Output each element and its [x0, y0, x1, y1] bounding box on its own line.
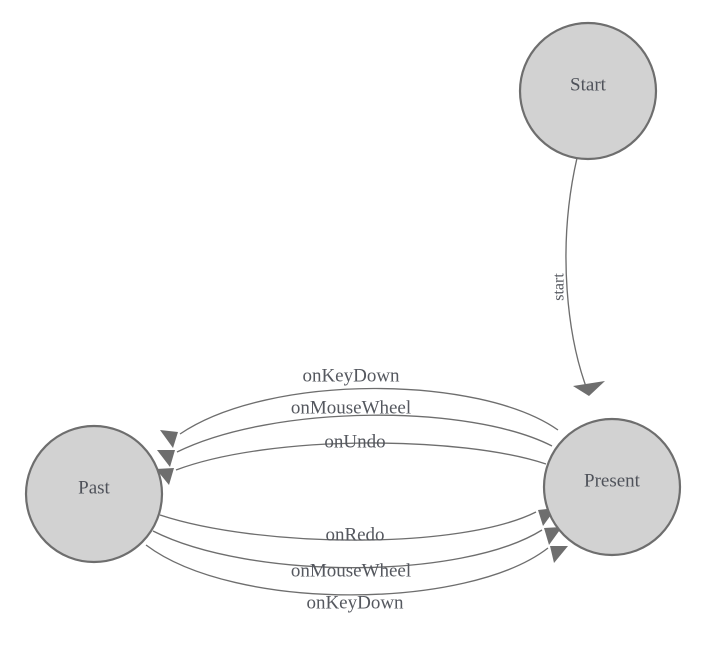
node-circle — [24, 424, 164, 564]
edge-label-onkeydown-upper: onKeyDown — [302, 365, 400, 386]
node-circle — [542, 417, 682, 557]
arrowhead-icon — [544, 527, 562, 545]
edge-label-onkeydown-lower: onKeyDown — [306, 592, 404, 613]
edge-onmousewheel-past-to-present[interactable] — [152, 527, 562, 569]
edge-onundo-present-to-past[interactable] — [156, 442, 547, 485]
arrowhead-icon — [573, 381, 605, 396]
edge-label-onmousewheel-upper: onMouseWheel — [291, 397, 411, 418]
edge-path — [159, 511, 537, 541]
edge-path — [152, 529, 543, 569]
arrowhead-icon — [550, 546, 568, 563]
node-start[interactable]: Start — [518, 21, 658, 161]
edge-onmousewheel-present-to-past[interactable] — [157, 414, 553, 467]
edge-onkeydown-present-to-past[interactable] — [160, 387, 559, 448]
node-past[interactable]: Past — [24, 424, 164, 564]
arrowhead-icon — [160, 430, 178, 448]
node-label: Start — [570, 74, 607, 95]
edge-label-onmousewheel-lower: onMouseWheel — [291, 560, 411, 581]
edge-path — [175, 442, 547, 471]
edge-start-to-present[interactable] — [565, 157, 605, 396]
arrowhead-icon — [156, 468, 174, 485]
edge-label-start: start — [551, 273, 568, 301]
edge-path — [179, 387, 559, 435]
node-circle — [518, 21, 658, 161]
edge-path — [565, 157, 589, 393]
arrowhead-icon — [157, 450, 175, 467]
node-label: Present — [584, 470, 641, 491]
node-present[interactable]: Present — [542, 417, 682, 557]
node-label: Past — [78, 477, 110, 498]
edge-path — [145, 544, 549, 596]
edge-label-onundo: onUndo — [324, 431, 385, 452]
edge-label-onredo: onRedo — [325, 524, 384, 545]
edge-path — [176, 414, 553, 453]
edge-onkeydown-past-to-present[interactable] — [145, 544, 568, 596]
